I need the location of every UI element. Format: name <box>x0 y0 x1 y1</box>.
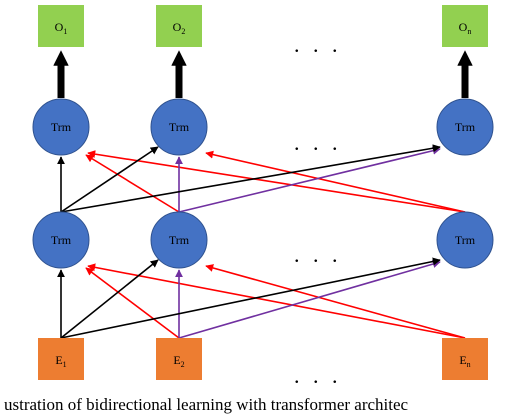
output-label-1: O1 <box>55 20 68 36</box>
edge-purple-l2-un <box>178 146 441 213</box>
input-label-1: E1 <box>55 353 66 369</box>
edge-red-en-t1 <box>87 263 466 339</box>
input-box-2: E2 <box>156 338 202 380</box>
svg-text:Trm: Trm <box>51 120 72 134</box>
trm-node-lower-n: Trm <box>436 211 494 269</box>
edge-purple-e2-tn <box>178 260 441 339</box>
ellipsis-inputs: . . . <box>294 363 342 388</box>
edge-red-l2-u1 <box>85 154 180 213</box>
edge-black-e1-tn <box>60 257 441 339</box>
svg-text:Trm: Trm <box>455 120 476 134</box>
input-label-n: En <box>459 353 470 369</box>
svg-text:Trm: Trm <box>51 233 72 247</box>
svg-text:Trm: Trm <box>455 233 476 247</box>
trm-node-upper-1: Trm <box>32 98 90 156</box>
ellipsis-outputs: . . . <box>294 32 342 57</box>
edge-black-e1-t2 <box>60 259 159 339</box>
output-label-n: On <box>459 20 472 36</box>
svg-text:Trm: Trm <box>169 233 190 247</box>
edge-black-l1-un <box>60 144 441 213</box>
trm-node-lower-1: Trm <box>32 211 90 269</box>
connection-arrows <box>53 50 473 339</box>
output-label-2: O2 <box>173 20 186 36</box>
input-box-n: En <box>442 338 488 380</box>
edge-black-l1-u2 <box>60 146 159 213</box>
trm-node-upper-2: Trm <box>150 98 208 156</box>
edge-red-e2-t1 <box>85 267 180 339</box>
output-box-2: O2 <box>156 5 202 47</box>
trm-node-lower-2: Trm <box>150 211 208 269</box>
trm-node-upper-n: Trm <box>436 98 494 156</box>
input-label-2: E2 <box>173 353 184 369</box>
ellipsis-lower: . . . <box>294 242 342 267</box>
ellipsis-upper: . . . <box>294 130 342 155</box>
edge-red-ln-u2 <box>205 150 466 213</box>
input-box-1: E1 <box>38 338 84 380</box>
edge-red-en-t2 <box>205 264 466 339</box>
edge-red-ln-u1 <box>87 150 466 213</box>
output-box-1: O1 <box>38 5 84 47</box>
output-box-n: On <box>442 5 488 47</box>
figure-caption: ustration of bidirectional learning with… <box>4 395 409 414</box>
svg-text:Trm: Trm <box>169 120 190 134</box>
